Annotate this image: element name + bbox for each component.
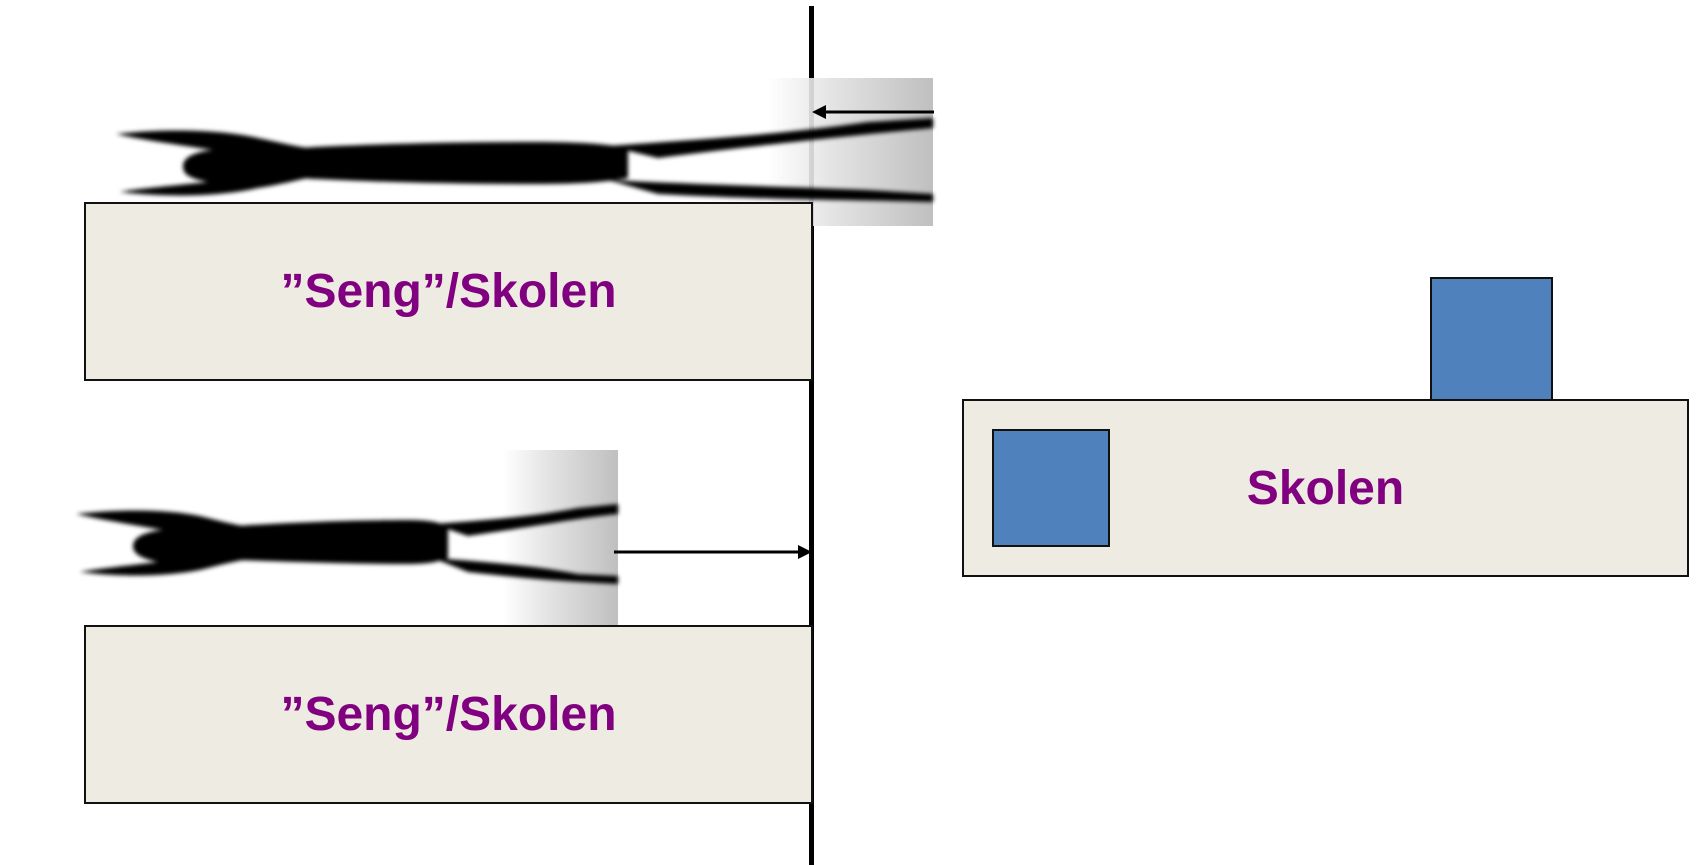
- bar-label: ”Seng”/Skolen: [280, 265, 617, 318]
- bar-label: ”Seng”/Skolen: [280, 688, 617, 741]
- school-bar: Skolen: [962, 399, 1689, 577]
- vertical-divider-line: [809, 6, 814, 865]
- arrow-left-icon: [812, 105, 934, 119]
- person-silhouette-icon: [76, 450, 618, 625]
- bed-school-bar-top: ”Seng”/Skolen: [84, 202, 813, 381]
- bar-label: Skolen: [1246, 461, 1405, 515]
- bed-school-bar-bottom: ”Seng”/Skolen: [84, 625, 813, 804]
- arrow-right-icon: [614, 545, 812, 559]
- person-silhouette-icon: [116, 78, 933, 226]
- blue-square-left: [992, 429, 1110, 547]
- blue-square-top: [1430, 277, 1553, 401]
